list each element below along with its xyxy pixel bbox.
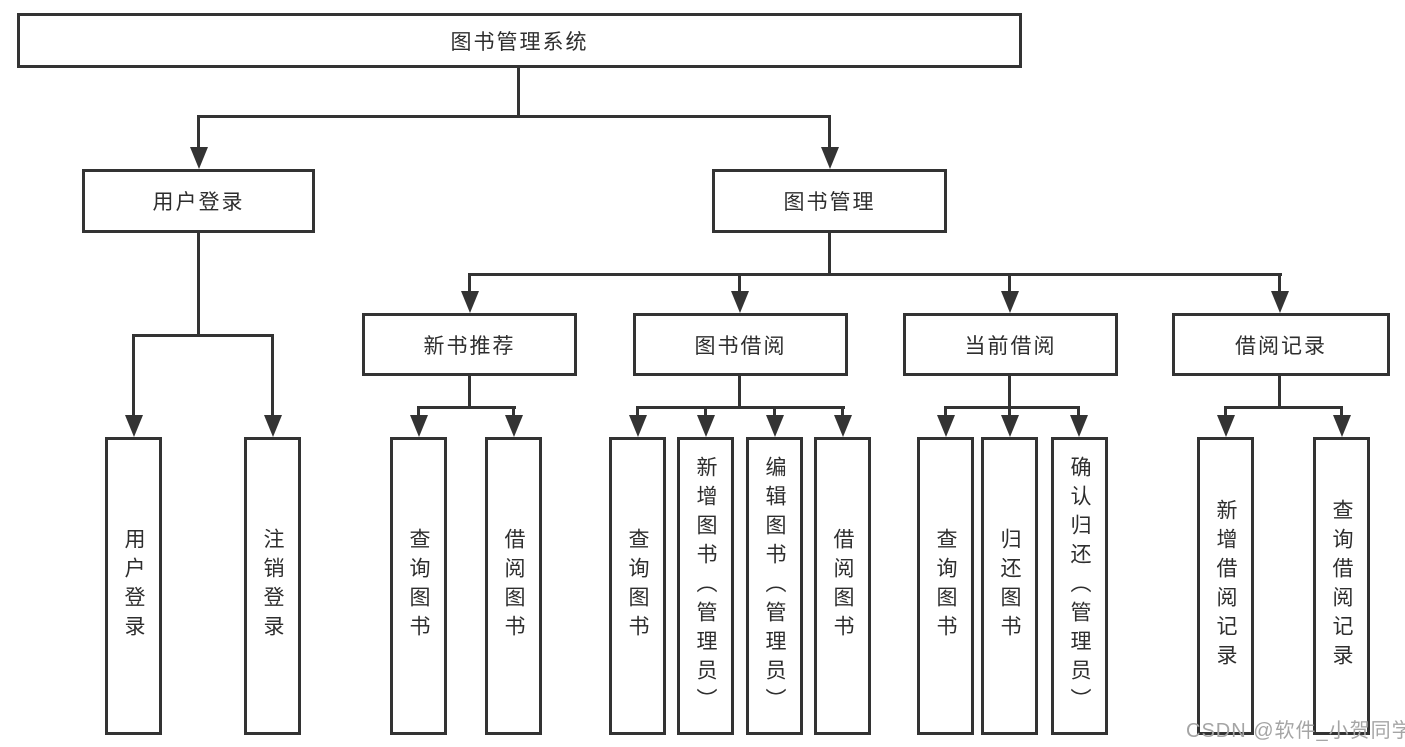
node-root-label: 图书管理系统 (450, 30, 589, 54)
arrowhead-down-query-book-borrowing (629, 415, 647, 437)
arrowhead-down-edit-book-admin (766, 415, 784, 437)
node-leaf-query-book-current-label: 查询图书 (934, 528, 957, 644)
node-leaf-borrow-book-recommend: 借阅图书 (485, 437, 542, 735)
node-book-management-label: 图书管理 (783, 191, 876, 214)
connector-root-horizontal (197, 115, 831, 118)
arrowhead-down-new-book-recommend (461, 291, 479, 313)
node-book-management: 图书管理 (712, 169, 947, 233)
connector-user-login-horizontal (132, 334, 274, 337)
connector-drop-confirm-return-admin (1077, 406, 1080, 417)
node-leaf-edit-book-admin: 编辑图书（管理员） (746, 437, 803, 735)
node-book-borrowing-label: 图书借阅 (694, 334, 787, 358)
arrowhead-down-leaf-logout (264, 415, 282, 437)
arrowhead-down-borrow-book (834, 415, 852, 437)
connector-root-stem (517, 68, 520, 117)
node-user-login-label: 用户登录 (152, 191, 245, 214)
node-leaf-logout-label: 注销登录 (261, 528, 284, 644)
node-leaf-query-book-recommend-label: 查询图书 (407, 528, 430, 644)
connector-drop-query-book-borrowing (636, 406, 639, 417)
node-borrowing-records: 借阅记录 (1172, 313, 1390, 376)
node-leaf-borrow-book-label: 借阅图书 (831, 528, 854, 644)
connector-book-borrowing-stem (738, 376, 741, 408)
connector-user-login-stem (197, 233, 200, 336)
node-leaf-user-login-label: 用户登录 (122, 528, 145, 644)
arrowhead-down-add-book-admin (697, 415, 715, 437)
node-leaf-confirm-return-admin: 确认归还（管理员） (1051, 437, 1108, 735)
connector-new-book-recommend-stem (468, 376, 471, 408)
node-borrowing-records-label: 借阅记录 (1235, 334, 1327, 358)
node-leaf-query-borrow-record: 查询借阅记录 (1313, 437, 1370, 735)
connector-book-management-horizontal (468, 273, 1282, 276)
node-leaf-query-book-borrowing: 查询图书 (609, 437, 666, 735)
watermark: CSDN @软件_小贺同学 (1186, 720, 1405, 742)
arrowhead-down-query-borrow-record (1333, 415, 1351, 437)
node-leaf-edit-book-admin-label: 编辑图书（管理员） (763, 455, 786, 717)
node-leaf-borrow-book: 借阅图书 (814, 437, 871, 735)
connector-new-book-recommend-horizontal (417, 406, 516, 409)
connector-drop-user-login (197, 115, 200, 149)
arrowhead-down-book-management (821, 147, 839, 169)
connector-drop-leaf-logout (271, 334, 274, 418)
connector-drop-leaf-user-login (132, 334, 135, 418)
node-leaf-query-borrow-record-label: 查询借阅记录 (1330, 499, 1353, 673)
node-user-login: 用户登录 (82, 169, 315, 233)
arrowhead-down-borrow-book-recommend (505, 415, 523, 437)
arrowhead-down-return-book (1001, 415, 1019, 437)
arrowhead-down-leaf-user-login (125, 415, 143, 437)
node-leaf-confirm-return-admin-label: 确认归还（管理员） (1068, 455, 1091, 717)
arrowhead-down-add-borrow-record (1217, 415, 1235, 437)
connector-drop-query-book-current (944, 406, 947, 417)
arrowhead-down-borrowing-records (1271, 291, 1289, 313)
arrowhead-down-user-login (190, 147, 208, 169)
node-new-book-recommend: 新书推荐 (362, 313, 577, 376)
connector-borrowing-records-stem (1278, 376, 1281, 408)
arrowhead-down-confirm-return-admin (1070, 415, 1088, 437)
connector-drop-add-borrow-record (1224, 406, 1227, 417)
node-leaf-borrow-book-recommend-label: 借阅图书 (502, 528, 525, 644)
connector-drop-current-borrowing (1008, 273, 1011, 295)
connector-book-management-stem (828, 233, 831, 275)
node-leaf-add-book-admin-label: 新增图书（管理员） (694, 455, 717, 717)
node-current-borrowing-label: 当前借阅 (964, 334, 1057, 358)
node-current-borrowing: 当前借阅 (903, 313, 1118, 376)
connector-drop-edit-book-admin (773, 406, 776, 417)
connector-drop-new-book-recommend (468, 273, 471, 295)
node-leaf-add-borrow-record-label: 新增借阅记录 (1214, 499, 1237, 673)
connector-current-borrowing-stem (1008, 376, 1011, 408)
connector-drop-borrow-book (841, 406, 844, 417)
connector-drop-return-book (1008, 406, 1011, 417)
connector-drop-borrowing-records (1278, 273, 1281, 295)
connector-drop-borrow-book-recommend (512, 406, 515, 417)
arrowhead-down-query-book-current (937, 415, 955, 437)
arrowhead-down-current-borrowing (1001, 291, 1019, 313)
node-new-book-recommend-label: 新书推荐 (423, 334, 516, 358)
connector-borrowing-records-horizontal (1224, 406, 1343, 409)
connector-drop-add-book-admin (704, 406, 707, 417)
connector-current-borrowing-horizontal (944, 406, 1080, 409)
node-leaf-return-book-label: 归还图书 (998, 528, 1021, 644)
connector-drop-book-management (828, 115, 831, 149)
node-leaf-query-book-current: 查询图书 (917, 437, 974, 735)
node-leaf-add-borrow-record: 新增借阅记录 (1197, 437, 1254, 735)
arrowhead-down-query-book-recommend (410, 415, 428, 437)
node-leaf-add-book-admin: 新增图书（管理员） (677, 437, 734, 735)
connector-drop-query-book-recommend (417, 406, 420, 417)
connector-drop-book-borrowing (738, 273, 741, 295)
node-leaf-logout: 注销登录 (244, 437, 301, 735)
node-leaf-return-book: 归还图书 (981, 437, 1038, 735)
node-book-borrowing: 图书借阅 (633, 313, 848, 376)
node-leaf-user-login: 用户登录 (105, 437, 162, 735)
node-leaf-query-book-recommend: 查询图书 (390, 437, 447, 735)
node-root: 图书管理系统 (17, 13, 1022, 68)
arrowhead-down-book-borrowing (731, 291, 749, 313)
connector-book-borrowing-horizontal (636, 406, 845, 409)
node-leaf-query-book-borrowing-label: 查询图书 (626, 528, 649, 644)
connector-drop-query-borrow-record (1340, 406, 1343, 417)
